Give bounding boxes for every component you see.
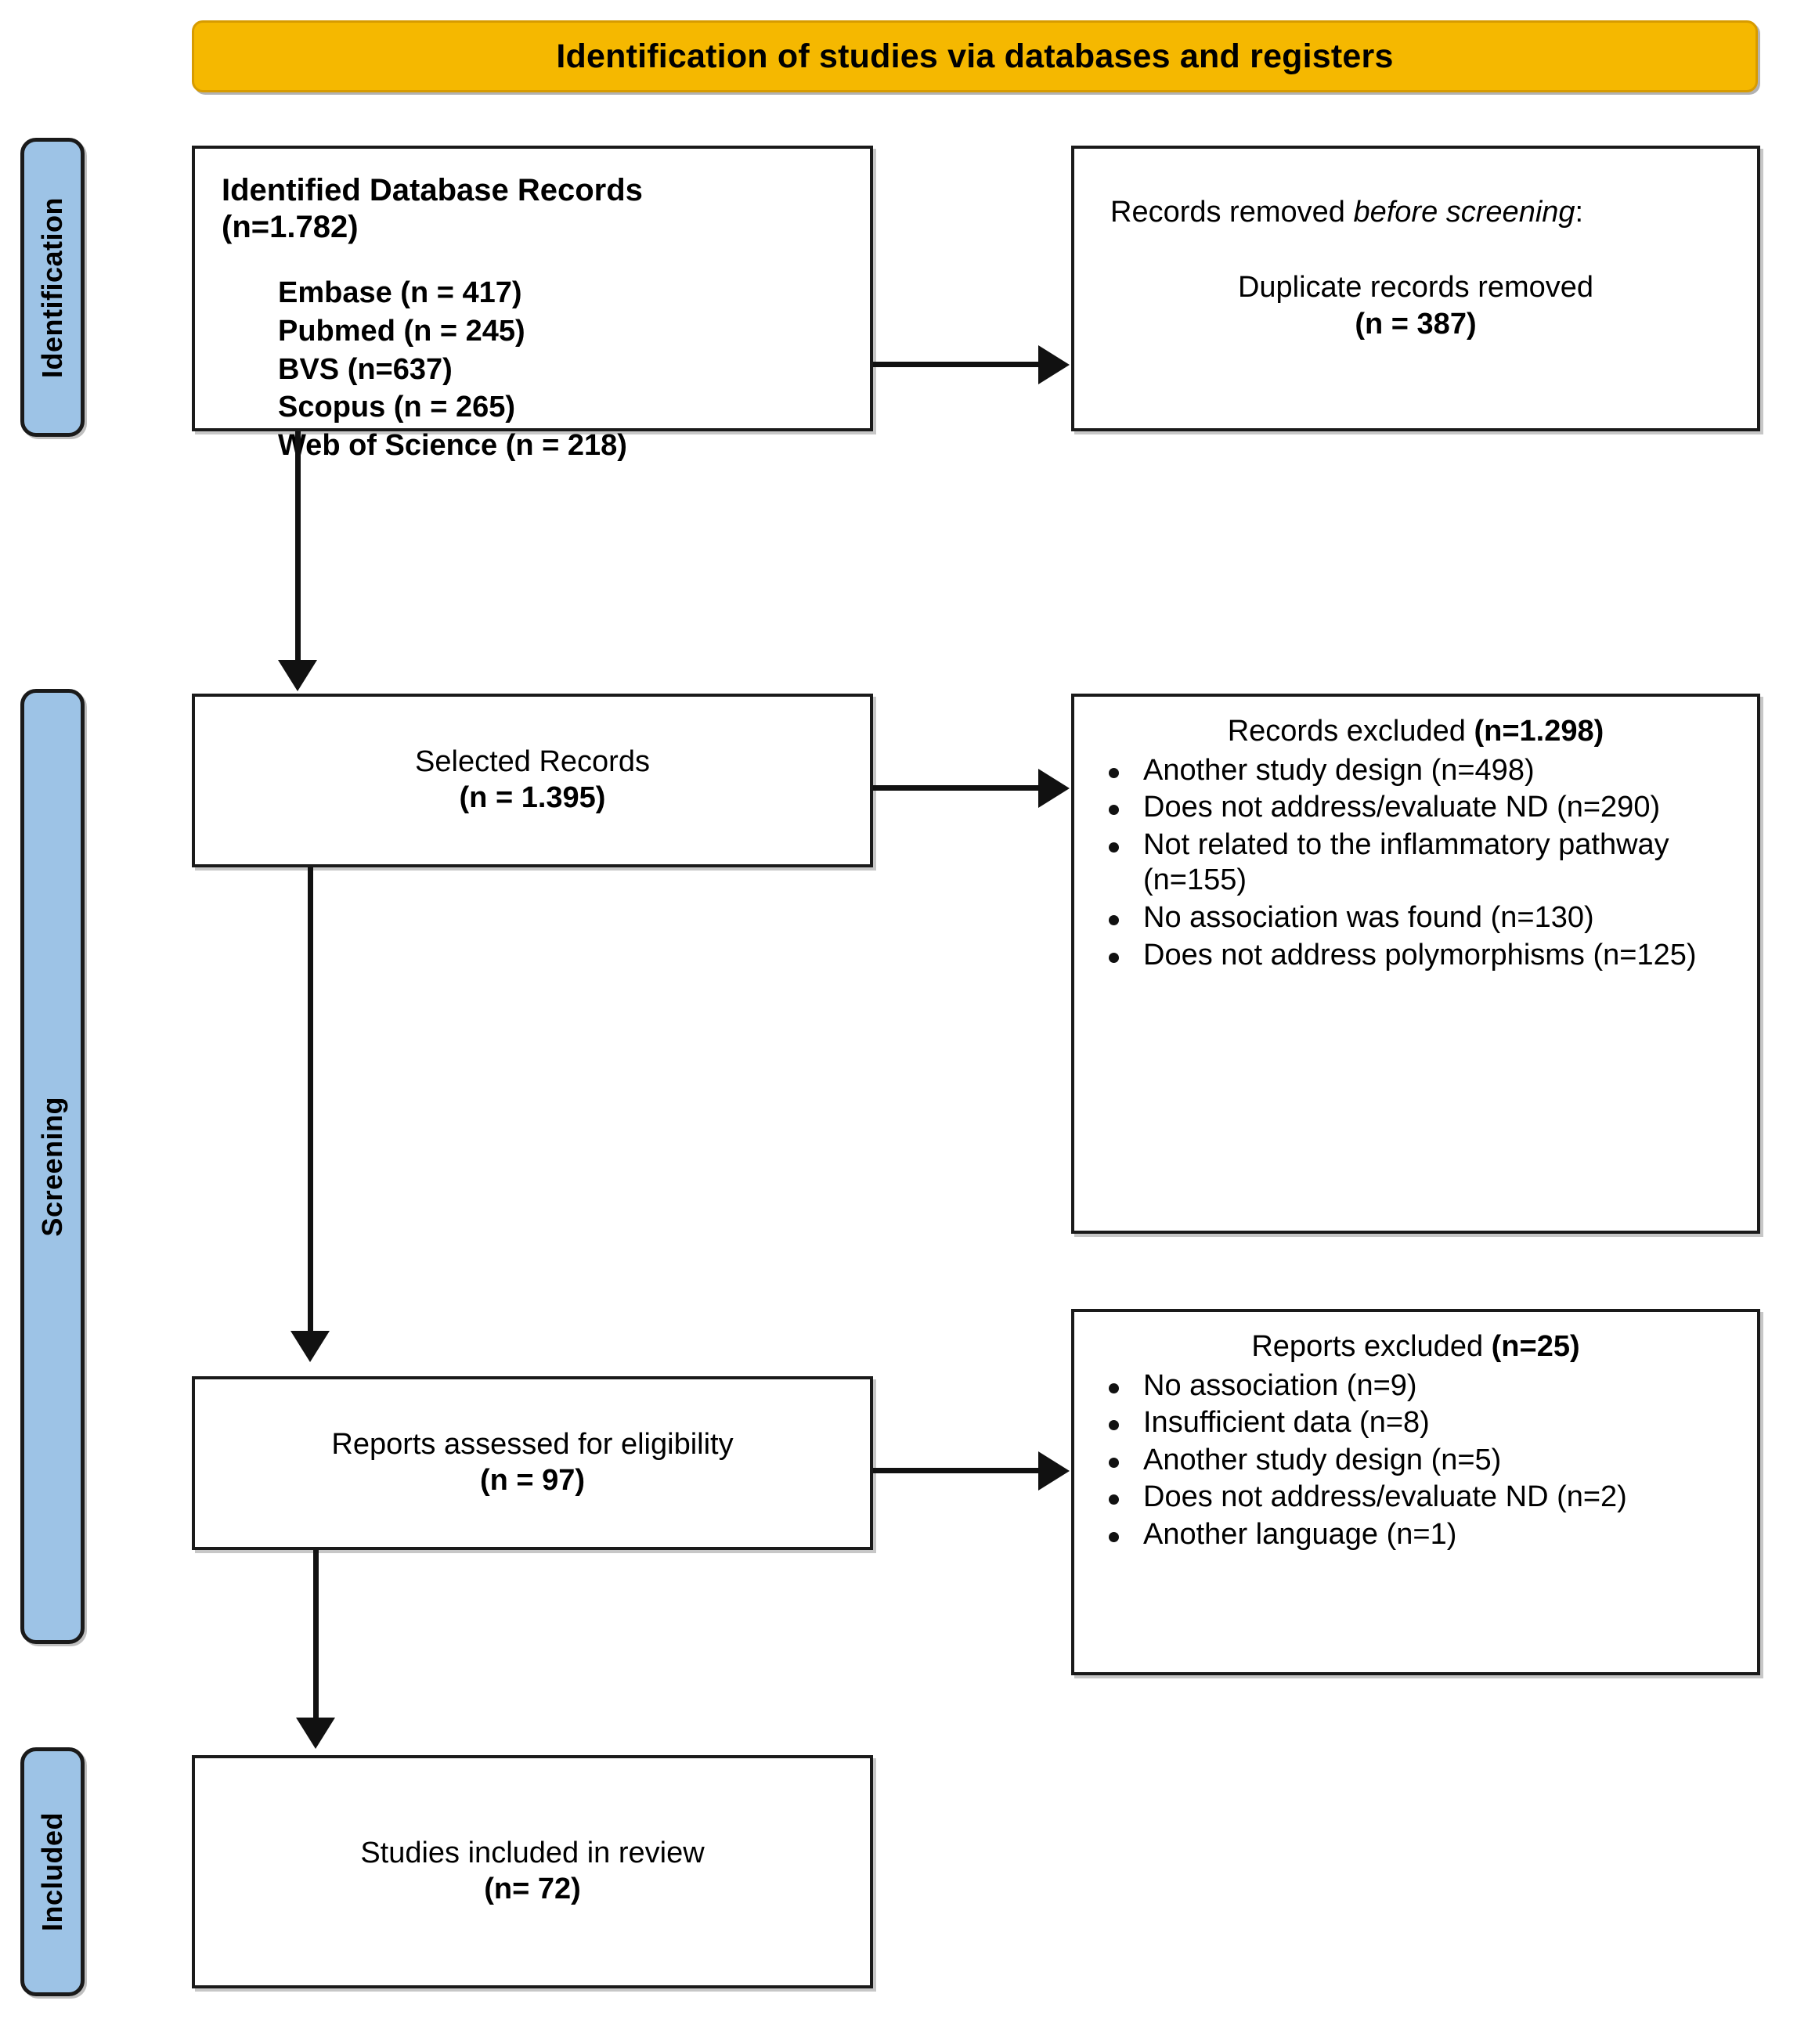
list-item-label: Not related to the inflammatory pathway … [1143, 827, 1669, 897]
connector-identified-to-selected [295, 431, 301, 666]
list-item: No association (n=9) [1109, 1368, 1737, 1404]
bullet-icon [1109, 1457, 1119, 1468]
records-excluded-heading-value: (n=1.298) [1474, 715, 1604, 748]
records-excluded-list: Another study design (n=498) Does not ad… [1095, 753, 1737, 974]
list-item: No association was found (n=130) [1109, 900, 1737, 936]
reports-excluded-heading-label: Reports excluded [1251, 1330, 1492, 1363]
list-item-label: No association was found (n=130) [1143, 900, 1594, 934]
identified-title-line2: (n=1.782) [222, 210, 359, 245]
connector-selected-to-assessed [308, 867, 313, 1337]
list-item: Does not address/evaluate ND (n=290) [1109, 790, 1737, 826]
list-item: Pubmed (n = 245) [278, 315, 525, 348]
list-item-label: Another study design (n=5) [1143, 1443, 1502, 1476]
diagram-header-banner: Identification of studies via databases … [192, 20, 1758, 92]
box-identified-database-records: Identified Database Records (n=1.782) Em… [192, 146, 873, 462]
arrow-right-icon [1038, 1451, 1070, 1491]
list-item: Does not address polymorphisms (n=125) [1109, 938, 1737, 974]
arrow-down-icon [290, 1331, 330, 1362]
box-studies-included-in-review: Studies included in review (n= 72) [192, 1755, 873, 1988]
box-reports-excluded: Reports excluded (n=25) No association (… [1071, 1309, 1760, 1675]
list-item: Another study design (n=498) [1109, 753, 1737, 789]
list-item-label: Another language (n=1) [1143, 1517, 1457, 1551]
reports-assessed-value: (n = 97) [479, 1464, 586, 1497]
list-item: Scopus (n = 265) [278, 391, 516, 424]
list-item: Does not address/evaluate ND (n=2) [1109, 1480, 1737, 1516]
box-selected-records: Selected Records (n = 1.395) [192, 694, 873, 867]
list-item-label: Does not address polymorphisms (n=125) [1143, 938, 1697, 972]
phase-label-identification: Identification [36, 196, 68, 378]
removed-heading-italic: before screening [1353, 196, 1575, 229]
arrow-right-icon [1038, 345, 1070, 384]
phase-tab-identification: Identification [20, 138, 85, 437]
bullet-icon [1109, 1382, 1119, 1393]
list-item: Not related to the inflammatory pathway … [1109, 827, 1737, 899]
arrow-down-icon [278, 660, 317, 691]
duplicate-records-label: Duplicate records removed [1237, 270, 1594, 304]
reports-excluded-heading-value: (n=25) [1491, 1330, 1580, 1363]
list-item: Embase (n = 417) [278, 276, 522, 310]
phase-label-screening: Screening [36, 1096, 68, 1237]
box-reports-assessed-for-eligibility: Reports assessed for eligibility (n = 97… [192, 1376, 873, 1550]
box-records-removed-before-screening: Records removed before screening: Duplic… [1071, 146, 1760, 431]
removed-heading-suffix: : [1575, 196, 1584, 229]
list-item-label: Another study design (n=498) [1143, 753, 1535, 787]
bullet-icon [1109, 842, 1119, 853]
arrow-right-icon [1038, 769, 1070, 808]
page-title: Identification of studies via databases … [556, 37, 1394, 75]
bullet-icon [1109, 1494, 1119, 1505]
studies-included-label: Studies included in review [360, 1837, 705, 1870]
selected-records-value: (n = 1.395) [459, 781, 606, 814]
reports-excluded-list: No association (n=9) Insufficient data (… [1095, 1368, 1737, 1553]
records-excluded-heading-label: Records excluded [1227, 715, 1474, 748]
connector-assessed-to-reports-excluded [873, 1468, 1041, 1473]
studies-included-value: (n= 72) [484, 1873, 581, 1905]
reports-excluded-heading: Reports excluded (n=25) [1095, 1329, 1737, 1365]
list-item: Web of Science (n = 218) [278, 428, 627, 462]
bullet-icon [1109, 952, 1119, 963]
bullet-icon [1109, 805, 1119, 816]
phase-tab-screening: Screening [20, 689, 85, 1644]
identified-database-list: Embase (n = 417) Pubmed (n = 245) BVS (n… [278, 274, 843, 464]
list-item: Another language (n=1) [1109, 1517, 1737, 1553]
list-item-label: Insufficient data (n=8) [1143, 1406, 1430, 1440]
list-item-label: Does not address/evaluate ND (n=290) [1143, 791, 1661, 824]
selected-records-label: Selected Records [415, 745, 650, 779]
list-item-label: No association (n=9) [1143, 1368, 1417, 1402]
connector-identified-to-removed [873, 362, 1041, 367]
removed-heading-prefix: Records removed [1110, 196, 1354, 229]
identified-title-line1: Identified Database Records [222, 173, 643, 207]
duplicate-records-value: (n = 387) [1355, 308, 1477, 341]
bullet-icon [1109, 1420, 1119, 1431]
list-item: Insufficient data (n=8) [1109, 1405, 1737, 1441]
removed-body: Duplicate records removed (n = 387) [1110, 269, 1721, 344]
reports-assessed-label: Reports assessed for eligibility [331, 1428, 734, 1462]
connector-assessed-to-included [313, 1550, 319, 1724]
bullet-icon [1109, 914, 1119, 925]
bullet-icon [1109, 1531, 1119, 1542]
connector-selected-to-records-excluded [873, 785, 1041, 791]
phase-tab-included: Included [20, 1747, 85, 1996]
bullet-icon [1109, 767, 1119, 778]
list-item-label: Does not address/evaluate ND (n=2) [1143, 1480, 1627, 1514]
removed-heading: Records removed before screening: [1110, 194, 1721, 232]
records-excluded-heading: Records excluded (n=1.298) [1095, 714, 1737, 750]
list-item: BVS (n=637) [278, 352, 453, 386]
list-item: Another study design (n=5) [1109, 1443, 1737, 1479]
box-records-excluded: Records excluded (n=1.298) Another study… [1071, 694, 1760, 1234]
arrow-down-icon [296, 1718, 335, 1749]
phase-label-included: Included [36, 1811, 68, 1931]
